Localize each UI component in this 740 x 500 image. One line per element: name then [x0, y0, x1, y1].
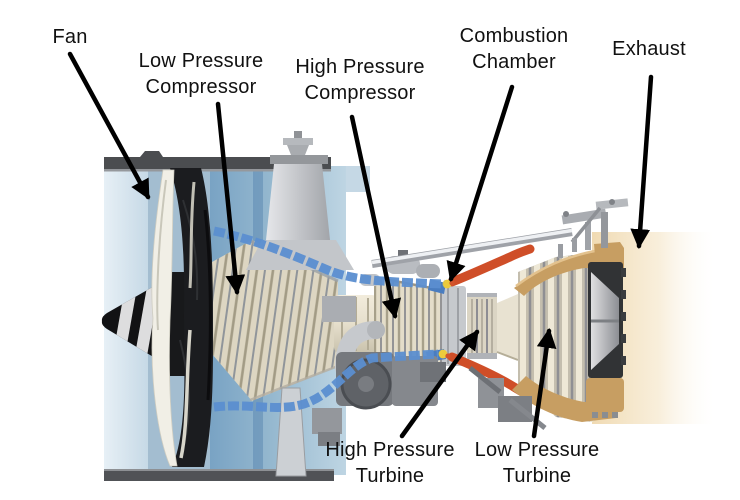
hpt-label-line2: Turbine [355, 465, 425, 487]
exhaust-label-text: Exhaust [612, 38, 686, 60]
annotation-arrows [67, 51, 654, 439]
low-pressure-compressor-label: Low Pressure Compressor [139, 48, 264, 100]
exhaust-arrow [630, 74, 654, 249]
low-pressure-turbine-label: Low Pressure Turbine [475, 437, 600, 489]
exhaust-label: Exhaust [612, 36, 686, 62]
exhaust [586, 242, 626, 418]
lpc-label-line1: Low Pressure [138, 50, 264, 72]
low-pressure-turbine [512, 248, 620, 422]
lpt-label-line2: Turbine [502, 465, 572, 487]
lpt-label-line1: Low Pressure [474, 439, 600, 461]
combustion-chamber-label: Combustion Chamber [460, 23, 569, 75]
combustion-label-line1: Combustion [459, 25, 569, 47]
fan-label: Fan [52, 24, 87, 50]
fan-arrow [67, 51, 151, 200]
high-pressure-compressor-arrow [349, 114, 402, 319]
hpc-label-line1: High Pressure [295, 56, 425, 78]
lpc-label-line2: Compressor [145, 76, 257, 98]
high-pressure-compressor-label: High Pressure Compressor [295, 54, 424, 106]
bleed-duct-strut [371, 198, 629, 268]
low-pressure-compressor-arrow [215, 101, 246, 295]
hpc-label-line2: Compressor [304, 82, 416, 104]
high-pressure-turbine [467, 293, 519, 361]
low-pressure-turbine-arrow [531, 328, 557, 439]
fan-label-text: Fan [52, 26, 88, 48]
airflow-bands [213, 226, 445, 412]
hpt-label-line1: High Pressure [325, 439, 455, 461]
high-pressure-turbine-arrow [399, 329, 480, 439]
combustion-chamber-arrow [446, 84, 515, 282]
high-pressure-turbine-label: High Pressure Turbine [325, 437, 454, 489]
gearbox [275, 352, 547, 477]
combustion-label-line2: Chamber [472, 51, 556, 73]
